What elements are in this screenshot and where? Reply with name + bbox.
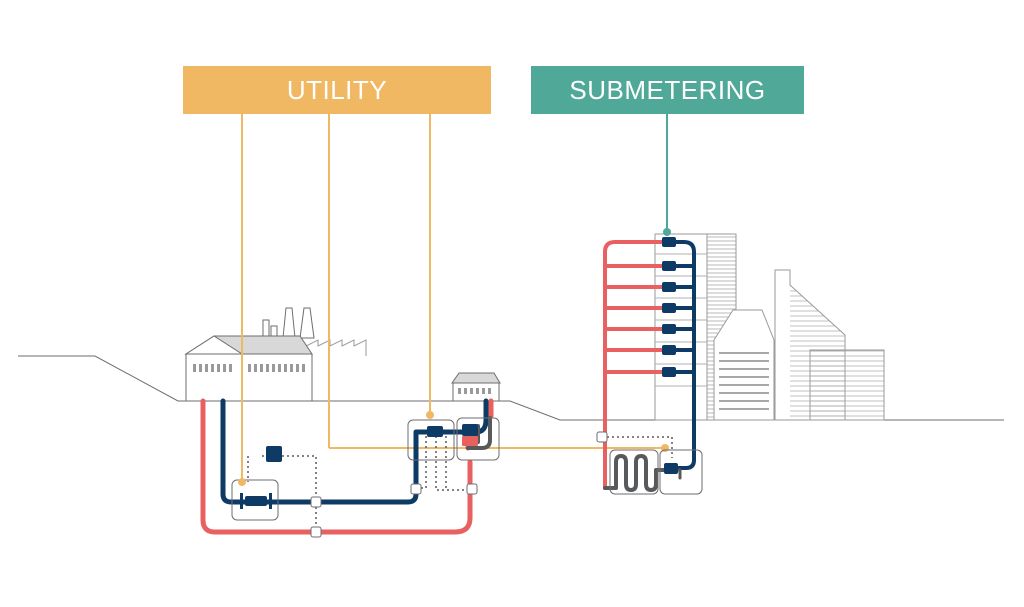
junction-right: [596, 431, 608, 443]
equipment-boxes-left: [231, 417, 500, 521]
meters-left: [240, 424, 478, 509]
utility-connections: [241, 114, 665, 482]
submetering-banner: SUBMETERING: [531, 66, 804, 114]
submetering-label: SUBMETERING: [569, 74, 766, 105]
submeters: [662, 237, 678, 474]
submetering-node: [663, 228, 671, 236]
factory: [184, 307, 367, 402]
building-piping: [603, 240, 696, 492]
utility-label: UTILITY: [286, 74, 388, 105]
utility-banner: UTILITY: [183, 66, 491, 114]
control-lines-left: [247, 436, 472, 532]
small-house: [451, 372, 501, 402]
control-lines-right: [602, 436, 673, 458]
junctions-left: [310, 483, 478, 538]
plant-piping: [200, 398, 494, 535]
ground-line: [18, 355, 1004, 421]
utility-nodes: [238, 411, 669, 486]
equipment-boxes-right: [609, 449, 703, 495]
